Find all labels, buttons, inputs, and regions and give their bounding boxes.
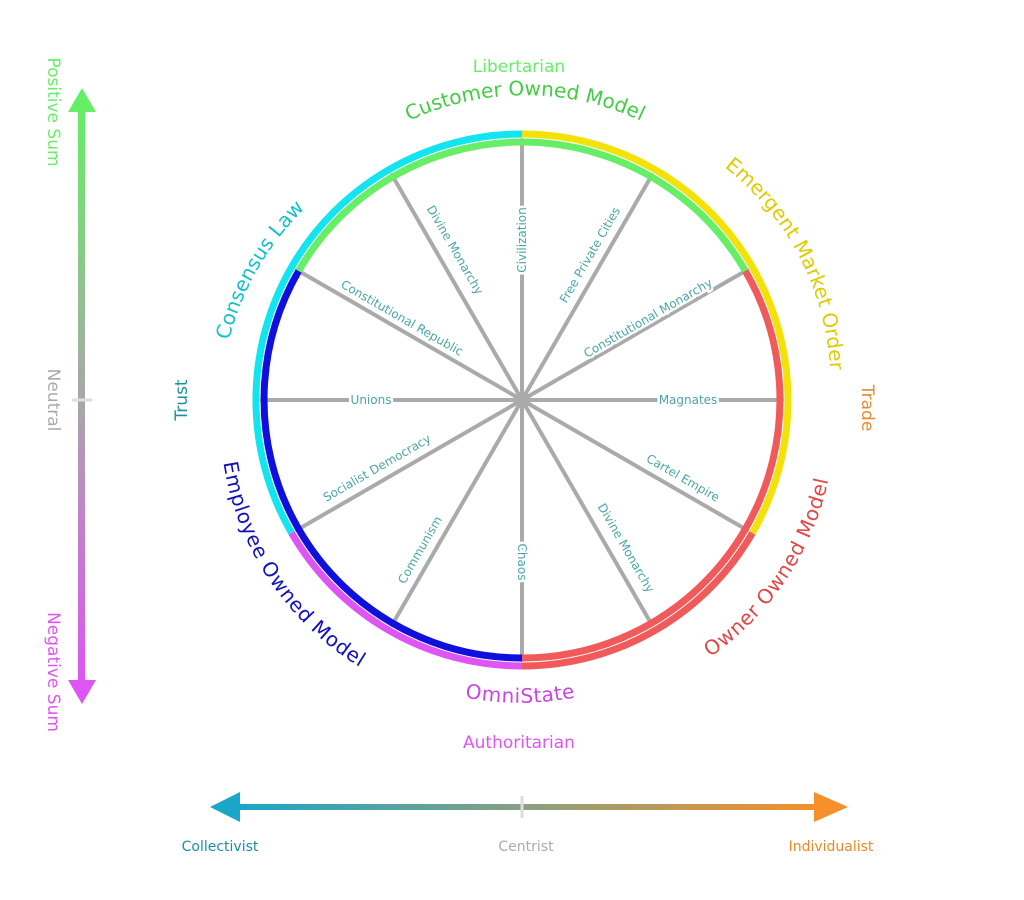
spoke-label-free-private-cities: Free Private Cities [557,205,623,306]
arc-labels: Customer Owned Model Emergent Market Ord… [211,76,849,708]
spoke-line [520,173,654,402]
vertical-axis-bar [78,110,85,680]
spoke-line [390,173,524,402]
customer-owned-arc [295,138,749,273]
outer-ring [252,130,792,670]
spoke-label-civilization: Civilization [515,207,529,272]
spoke-label-socialist-democracy: Socialist Democracy [321,431,434,504]
spoke-line [520,398,654,627]
up-arrow-icon [68,88,96,112]
collectivist-label: Collectivist [182,839,259,855]
spoke-label-unions: Unions [351,393,392,407]
vertical-axis: Positive Sum Neutral Negative Sum [43,57,96,732]
negative-sum-label: Negative Sum [43,612,63,732]
right-arrow-icon [814,792,848,822]
spoke-line [295,268,524,402]
spokes [260,138,784,662]
trust-label: Trust [172,379,192,422]
spoke-line [520,398,749,532]
trade-label: Trade [857,384,877,432]
neutral-label: Neutral [43,369,63,432]
omnistate-outer-arc [288,531,523,670]
spoke-line [390,398,524,627]
spoke-label-constitutional-monarchy: Constitutional Monarchy [581,275,714,360]
horizontal-axis: Collectivist Centrist Individualist [182,792,874,855]
individualist-label: Individualist [789,839,874,855]
omnistate-label: OmniState [464,679,576,708]
spoke-label-chaos: Chaos [515,544,529,581]
owner-owned-outer-arc [521,531,756,670]
spoke-line [295,398,524,532]
emergent-market-arc [521,130,792,535]
owner-owned-inner-arc [521,269,784,662]
employee-owned-arc [260,269,523,662]
spoke-line [520,268,749,402]
horizontal-axis-bar [238,804,814,810]
left-arrow-icon [210,792,240,822]
centrist-label: Centrist [498,839,554,855]
customer-owned-label: Customer Owned Model [401,76,649,125]
consensus-law-arc [252,130,523,535]
authoritarian-label: Authoritarian [463,733,575,753]
center-point [518,396,526,404]
down-arrow-icon [68,680,96,704]
spoke-label-magnates: Magnates [659,393,718,407]
spoke-label-constitutional-republic: Constitutional Republic [338,277,465,358]
libertarian-label: Libertarian [473,57,565,77]
positive-sum-label: Positive Sum [43,57,63,166]
